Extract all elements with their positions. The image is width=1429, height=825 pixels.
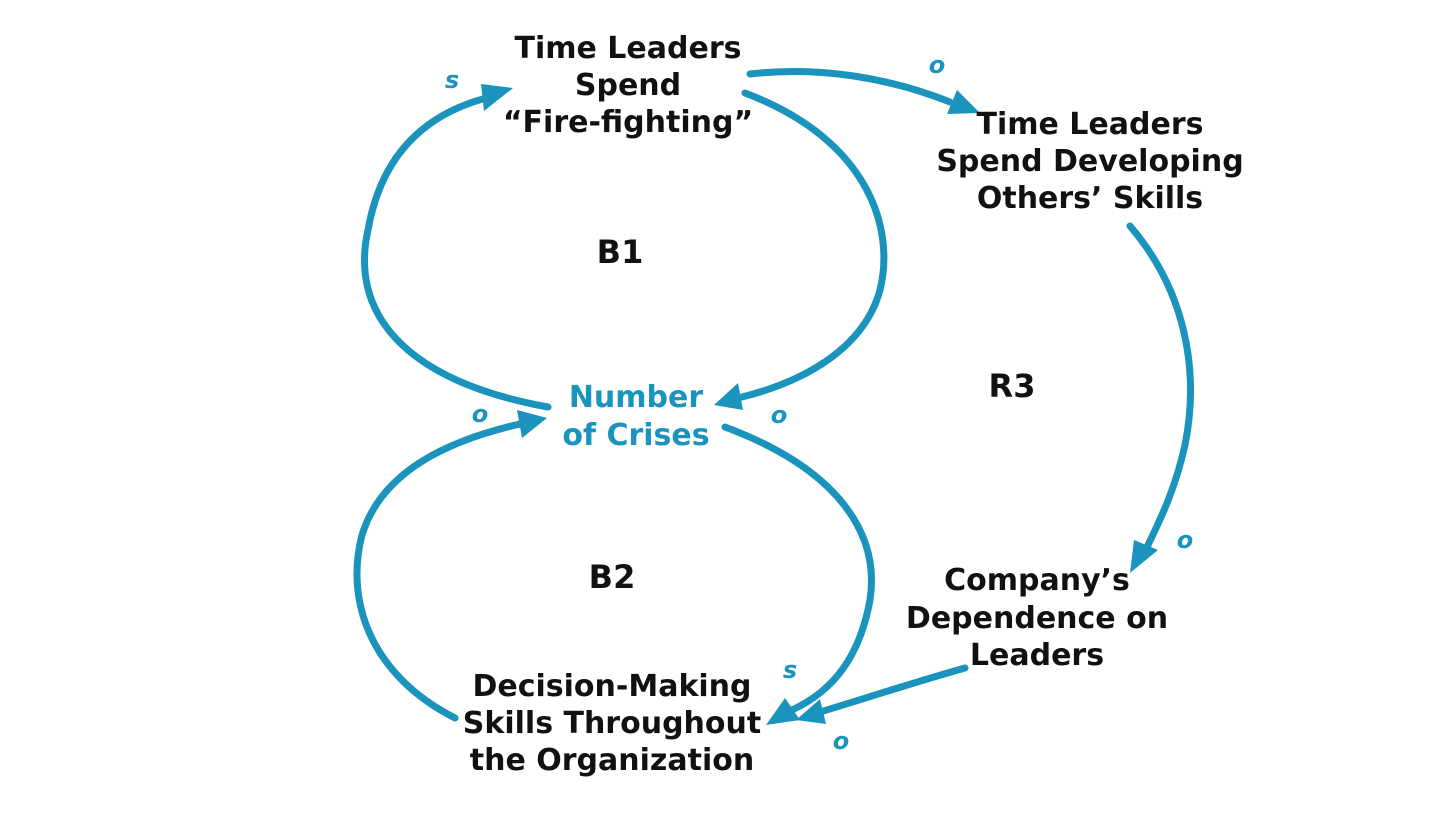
arrow-firefighting-to-crises [738,89,888,401]
arrowhead-firefighting [481,84,513,111]
node-decision: Decision-Making Skills Throughout the Or… [463,669,761,778]
arrow-crises-to-decision [721,423,875,714]
polarity-crises-to-firefighting: s [445,66,459,94]
polarity-crises-to-decision: s [783,656,797,684]
node-developing-line-2: Spend Developing [936,144,1243,179]
node-decision-line-3: the Organization [470,743,754,778]
arrow-decision-to-crises [353,420,524,722]
node-crises-line-1: Number [569,380,704,415]
node-developing-line-3: Others’ Skills [977,181,1203,216]
arrowhead-crises-from-firefighting [714,383,743,410]
node-fire-fighting-line-1: Time Leaders [515,31,742,66]
polarity-firefighting-to-crises: o [771,401,788,429]
arrow-developing-to-dependence [1126,222,1194,549]
node-crises-line-2: of Crises [562,418,709,453]
node-dependence-line-2: Dependence on [906,601,1168,636]
loop-label-b1: B1 [597,233,644,271]
arrowhead-decision-from-dependence [796,699,826,724]
node-dependence: Company’s Dependence on Leaders [906,563,1168,673]
arrow-firefighting-to-developing [746,68,954,106]
arrow-crises-to-firefighting [361,93,552,411]
loop-label-r3: R3 [989,367,1036,405]
node-dependence-line-1: Company’s [944,563,1130,598]
node-crises: Number of Crises [562,380,709,453]
node-fire-fighting-line-3: “Fire-fighting” [503,105,753,140]
node-fire-fighting-line-2: Spend [575,68,681,103]
node-developing: Time Leaders Spend Developing Others’ Sk… [936,107,1243,216]
polarity-decision-to-crises: o [472,400,489,428]
arrowhead-crises-from-decision [517,410,547,438]
polarity-developing-to-dependence: o [1177,526,1194,554]
node-dependence-line-3: Leaders [970,638,1104,673]
node-developing-line-1: Time Leaders [977,107,1204,142]
node-fire-fighting: Time Leaders Spend “Fire-fighting” [503,31,753,140]
node-decision-line-1: Decision-Making [472,669,751,704]
arrowhead-decision-from-crises [766,698,800,725]
arrowhead-dependence [1130,540,1158,573]
loop-label-b2: B2 [589,558,636,596]
arrowhead-developing [947,90,980,114]
node-decision-line-2: Skills Throughout [463,706,761,741]
arrow-dependence-to-decision [816,664,969,716]
polarity-dependence-to-decision: o [833,727,850,755]
polarity-firefighting-to-developing: o [929,51,946,79]
